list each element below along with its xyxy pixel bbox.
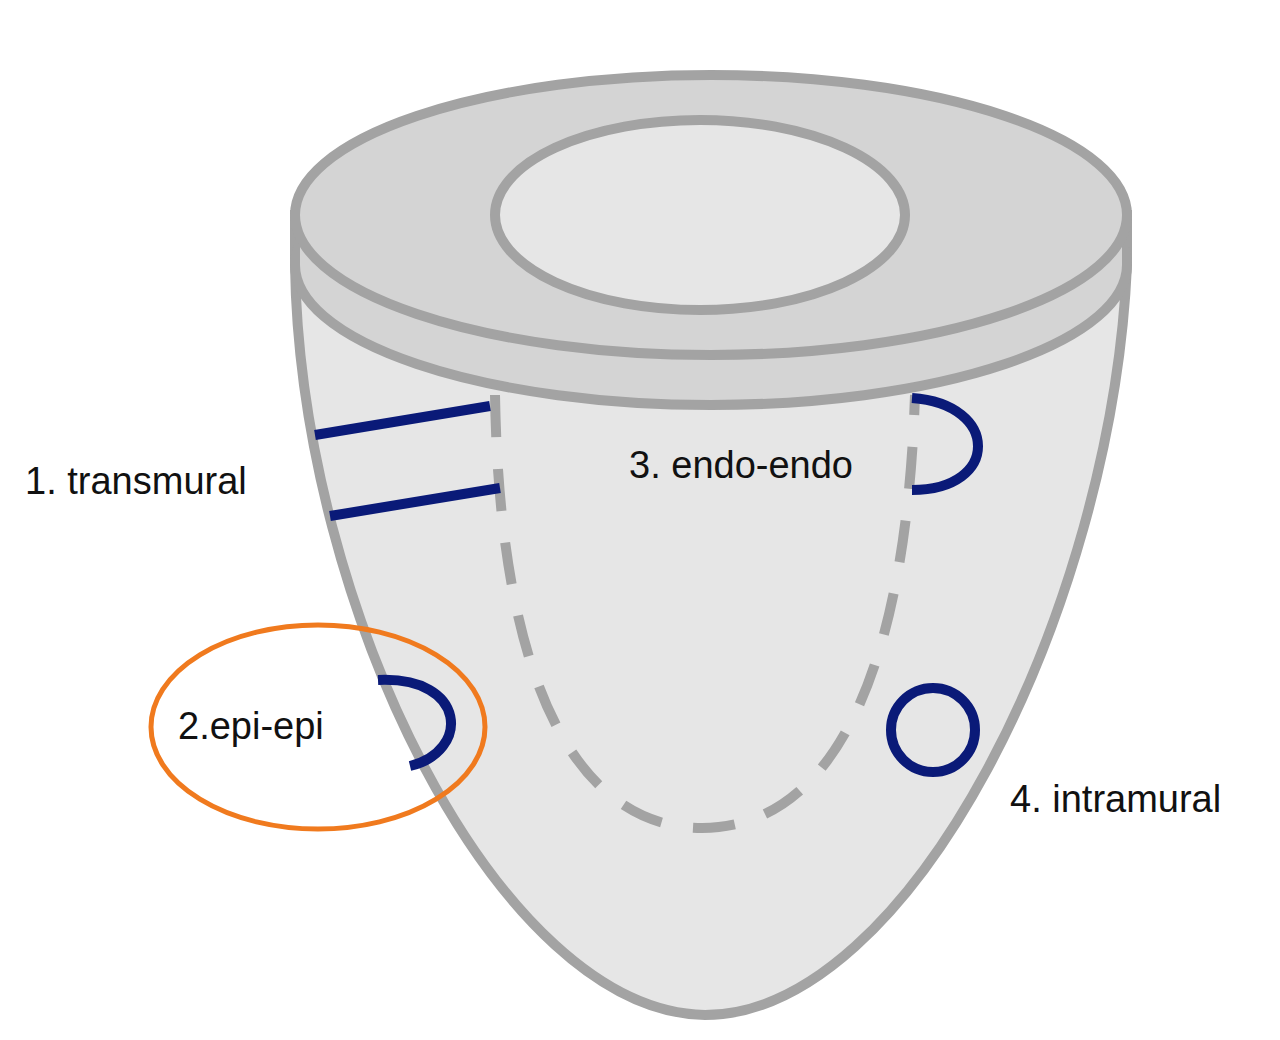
epi-epi-arc	[378, 680, 451, 766]
cavity-opening	[495, 120, 905, 310]
transmural-line	[330, 488, 500, 516]
node-label: 2.epi-epi	[178, 705, 324, 749]
ellipse-shape	[151, 625, 485, 829]
cavity-outline	[495, 395, 915, 828]
callout-label: 4. intramural	[1010, 778, 1221, 822]
transmural-line	[315, 406, 490, 435]
endo-endo-arc	[912, 398, 978, 490]
callout-label: 3. endo-endo	[625, 444, 857, 488]
intramural-loop	[891, 688, 975, 772]
callout-label: 1. transmural	[25, 460, 247, 504]
rim-top	[295, 75, 1127, 355]
callout-ellipse: 2.epi-epi	[148, 622, 488, 832]
